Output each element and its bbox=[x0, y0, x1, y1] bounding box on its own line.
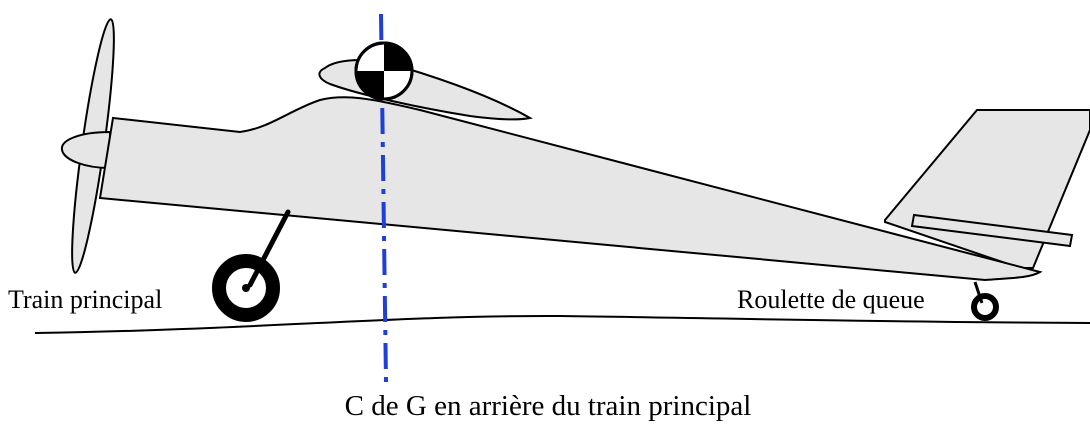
ground-line bbox=[34, 314, 1090, 334]
main-gear-label: Train principal bbox=[8, 285, 163, 314]
main-gear-wheel bbox=[212, 254, 280, 322]
horizontal-stabilizer bbox=[910, 213, 1074, 248]
propeller-spinner bbox=[60, 130, 111, 170]
fuselage bbox=[98, 96, 1043, 282]
main-gear-strut bbox=[247, 209, 291, 288]
cg-marker-icon bbox=[354, 41, 414, 101]
tail-wheel-label: Roulette de queue bbox=[737, 285, 925, 314]
main-gear-hub bbox=[242, 284, 250, 292]
tail-wheel bbox=[971, 293, 999, 321]
caption: C de G en arrière du train principal bbox=[344, 390, 752, 422]
